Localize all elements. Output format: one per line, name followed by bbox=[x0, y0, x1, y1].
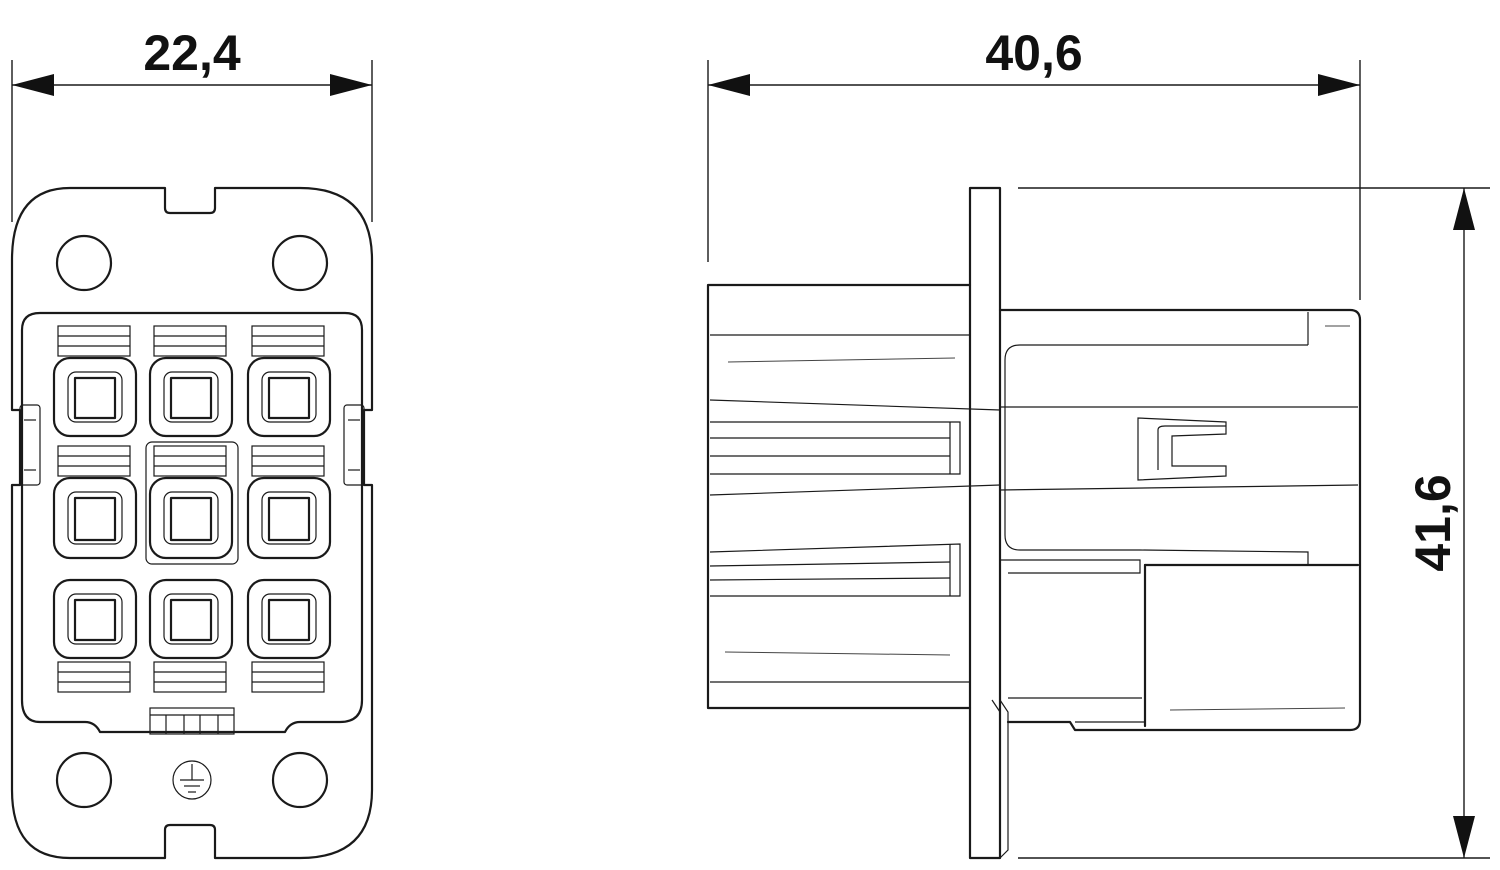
contact-socket bbox=[52, 578, 138, 660]
rear-body bbox=[706, 283, 972, 710]
arrow-left-icon bbox=[708, 74, 750, 96]
contact-socket bbox=[246, 578, 332, 660]
mounting-hole-bottom-right bbox=[271, 751, 329, 809]
contact-row-3 bbox=[52, 578, 332, 693]
arrow-left-icon bbox=[12, 74, 54, 96]
earth-contact bbox=[149, 707, 235, 735]
dimension-width-label: 22,4 bbox=[143, 25, 241, 81]
contact-socket bbox=[52, 356, 138, 438]
mounting-hole-top-left bbox=[55, 234, 113, 292]
side-view: 40,6 41,6 bbox=[706, 25, 1490, 860]
contact-socket bbox=[246, 356, 332, 438]
contact-socket bbox=[246, 476, 332, 560]
contact-row-2 bbox=[52, 441, 332, 565]
front-housing-outline bbox=[10, 186, 374, 860]
ground-symbol-icon bbox=[172, 760, 212, 800]
dimension-height-label: 41,6 bbox=[1405, 474, 1461, 571]
contact-socket bbox=[52, 476, 138, 560]
dimension-length-label: 40,6 bbox=[985, 25, 1082, 81]
dimension-length: 40,6 bbox=[708, 25, 1360, 96]
mounting-hole-top-right bbox=[271, 234, 329, 292]
front-body bbox=[998, 308, 1362, 732]
contact-carrier bbox=[20, 311, 364, 734]
arrow-right-icon bbox=[330, 74, 372, 96]
dimension-height: 41,6 bbox=[1405, 188, 1475, 858]
latch-window bbox=[1137, 417, 1227, 481]
front-view: 22,4 bbox=[10, 25, 374, 860]
arrow-right-icon bbox=[1318, 74, 1360, 96]
contact-socket bbox=[148, 578, 234, 660]
contact-socket bbox=[148, 476, 234, 560]
dimension-width: 22,4 bbox=[12, 25, 372, 96]
mounting-hole-bottom-left bbox=[55, 751, 113, 809]
arrow-up-icon bbox=[1453, 188, 1475, 230]
contact-row-1 bbox=[52, 325, 332, 438]
contact-socket bbox=[148, 356, 234, 438]
mounting-flange bbox=[968, 186, 1002, 860]
arrow-down-icon bbox=[1453, 816, 1475, 858]
